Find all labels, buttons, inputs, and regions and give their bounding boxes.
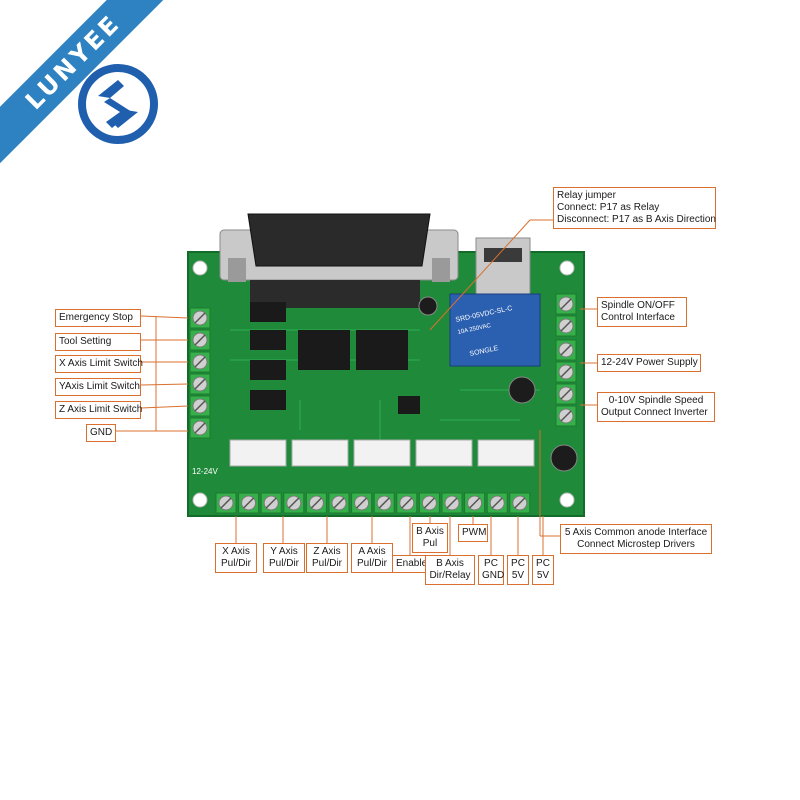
label-line: Output Connect Inverter bbox=[601, 407, 708, 418]
label-line: Enable bbox=[396, 558, 428, 569]
screw-slot bbox=[194, 356, 206, 368]
label-y-axis-limit: YAxis Limit Switch bbox=[55, 378, 141, 396]
screw-slot bbox=[194, 378, 206, 390]
screw-slot bbox=[560, 388, 572, 400]
leader-line bbox=[140, 315, 189, 319]
screw-slot bbox=[560, 410, 572, 422]
label-a-axis: A Axis Pul/Dir bbox=[351, 543, 393, 573]
label-enable: Enable bbox=[392, 555, 428, 573]
screw-slot bbox=[560, 366, 572, 378]
screw-slot bbox=[356, 497, 368, 509]
label-line: Z Axis bbox=[313, 546, 341, 557]
relay-note-line: Disconnect: P17 as B Axis Direction bbox=[557, 214, 716, 225]
relay-note-line: Relay jumper bbox=[557, 190, 616, 201]
screw-slot bbox=[378, 497, 390, 509]
label-z-axis-limit: Z Axis Limit Switch bbox=[55, 401, 142, 419]
relay: SRD-05VDC-SL-C 10A 250VAC SONGLE bbox=[449, 293, 541, 367]
label-line: Connect Microstep Drivers bbox=[577, 539, 695, 550]
label-line: Spindle ON/OFF bbox=[601, 300, 675, 311]
screw-slot bbox=[288, 497, 300, 509]
screw-slot bbox=[194, 422, 206, 434]
label-line: X Axis bbox=[222, 546, 250, 557]
screw-slot bbox=[194, 400, 206, 412]
label-pc-5v-2: PC 5V bbox=[532, 555, 554, 585]
label-b-axis-dir: B Axis Dir/Relay bbox=[425, 555, 475, 585]
label-line: Dir/Relay bbox=[429, 570, 471, 581]
label-line: GND bbox=[482, 570, 505, 581]
label-line: PC bbox=[536, 558, 550, 569]
label-gnd: GND bbox=[86, 424, 116, 442]
label-line: A Axis bbox=[358, 546, 386, 557]
label-line: 0-10V Spindle Speed bbox=[608, 395, 704, 406]
screw-slot bbox=[333, 497, 345, 509]
screw-slot bbox=[194, 312, 206, 324]
label-power-supply: 12-24V Power Supply bbox=[597, 354, 701, 372]
label-pwm: PWM bbox=[458, 524, 488, 542]
screw-slot bbox=[401, 497, 413, 509]
label-line: 5 Axis Common anode Interface bbox=[564, 527, 708, 538]
label-line: PC bbox=[484, 558, 498, 569]
label-pc-gnd: PC GND bbox=[478, 555, 504, 585]
screw-slot bbox=[220, 497, 232, 509]
label-x-axis: X Axis Pul/Dir bbox=[215, 543, 257, 573]
left-terminal-block bbox=[189, 307, 211, 439]
label-line: B Axis bbox=[436, 558, 464, 569]
screw-slot bbox=[243, 497, 255, 509]
screw-slot bbox=[560, 320, 572, 332]
screw-slot bbox=[560, 298, 572, 310]
bottom-terminal-block bbox=[215, 492, 531, 514]
label-line: B Axis bbox=[416, 526, 444, 537]
label-line: Pul/Dir bbox=[268, 558, 299, 569]
label-line: 12-24V Power Supply bbox=[601, 357, 698, 368]
screw-slot bbox=[491, 497, 503, 509]
label-line: Pul/Dir bbox=[356, 558, 387, 569]
relay-note-line: Connect: P17 as Relay bbox=[557, 202, 660, 213]
label-line: PC bbox=[511, 558, 525, 569]
leader-lines bbox=[116, 219, 597, 555]
relay-jumper-note: Relay jumper Connect: P17 as Relay Disco… bbox=[553, 187, 716, 229]
label-z-axis: Z Axis Pul/Dir bbox=[306, 543, 348, 573]
label-spindle-on-off: Spindle ON/OFF Control Interface bbox=[597, 297, 687, 327]
leader-line bbox=[140, 405, 189, 409]
brand-logo bbox=[78, 64, 158, 144]
screw-slot bbox=[310, 497, 322, 509]
screw-slot bbox=[265, 497, 277, 509]
label-emergency-stop: Emergency Stop bbox=[55, 309, 141, 327]
db25-connector bbox=[219, 213, 459, 308]
voltage-marking: 12-24V bbox=[192, 467, 218, 476]
screw-slot bbox=[469, 497, 481, 509]
label-spindle-speed: 0-10V Spindle Speed Output Connect Inver… bbox=[597, 392, 715, 422]
label-b-axis-pul: B Axis Pul bbox=[412, 523, 448, 553]
screw-slot bbox=[446, 497, 458, 509]
screw-slot bbox=[560, 344, 572, 356]
capacitors bbox=[418, 296, 578, 472]
label-line: PWM bbox=[462, 527, 487, 538]
label-line: Y Axis bbox=[270, 546, 298, 557]
jst-headers bbox=[229, 439, 535, 467]
screw-slot bbox=[514, 497, 526, 509]
leader-line bbox=[140, 383, 189, 386]
label-line: Control Interface bbox=[601, 312, 675, 323]
label-x-axis-limit: X Axis Limit Switch bbox=[55, 355, 143, 373]
label-line: 5V bbox=[511, 570, 525, 581]
label-line: Pul/Dir bbox=[311, 558, 342, 569]
label-y-axis: Y Axis Pul/Dir bbox=[263, 543, 305, 573]
label-common-anode: 5 Axis Common anode Interface Connect Mi… bbox=[560, 524, 712, 554]
leader-line bbox=[429, 219, 531, 331]
screw-slot bbox=[194, 334, 206, 346]
label-line: Pul/Dir bbox=[220, 558, 251, 569]
screw-slot bbox=[423, 497, 435, 509]
label-tool-setting: Tool Setting bbox=[55, 333, 141, 351]
usb-connector bbox=[475, 237, 531, 295]
label-line: 5V bbox=[536, 570, 550, 581]
right-terminal-block bbox=[555, 293, 577, 427]
label-line: Pul bbox=[422, 538, 438, 549]
ic-chips bbox=[250, 302, 420, 414]
label-pc-5v: PC 5V bbox=[507, 555, 529, 585]
